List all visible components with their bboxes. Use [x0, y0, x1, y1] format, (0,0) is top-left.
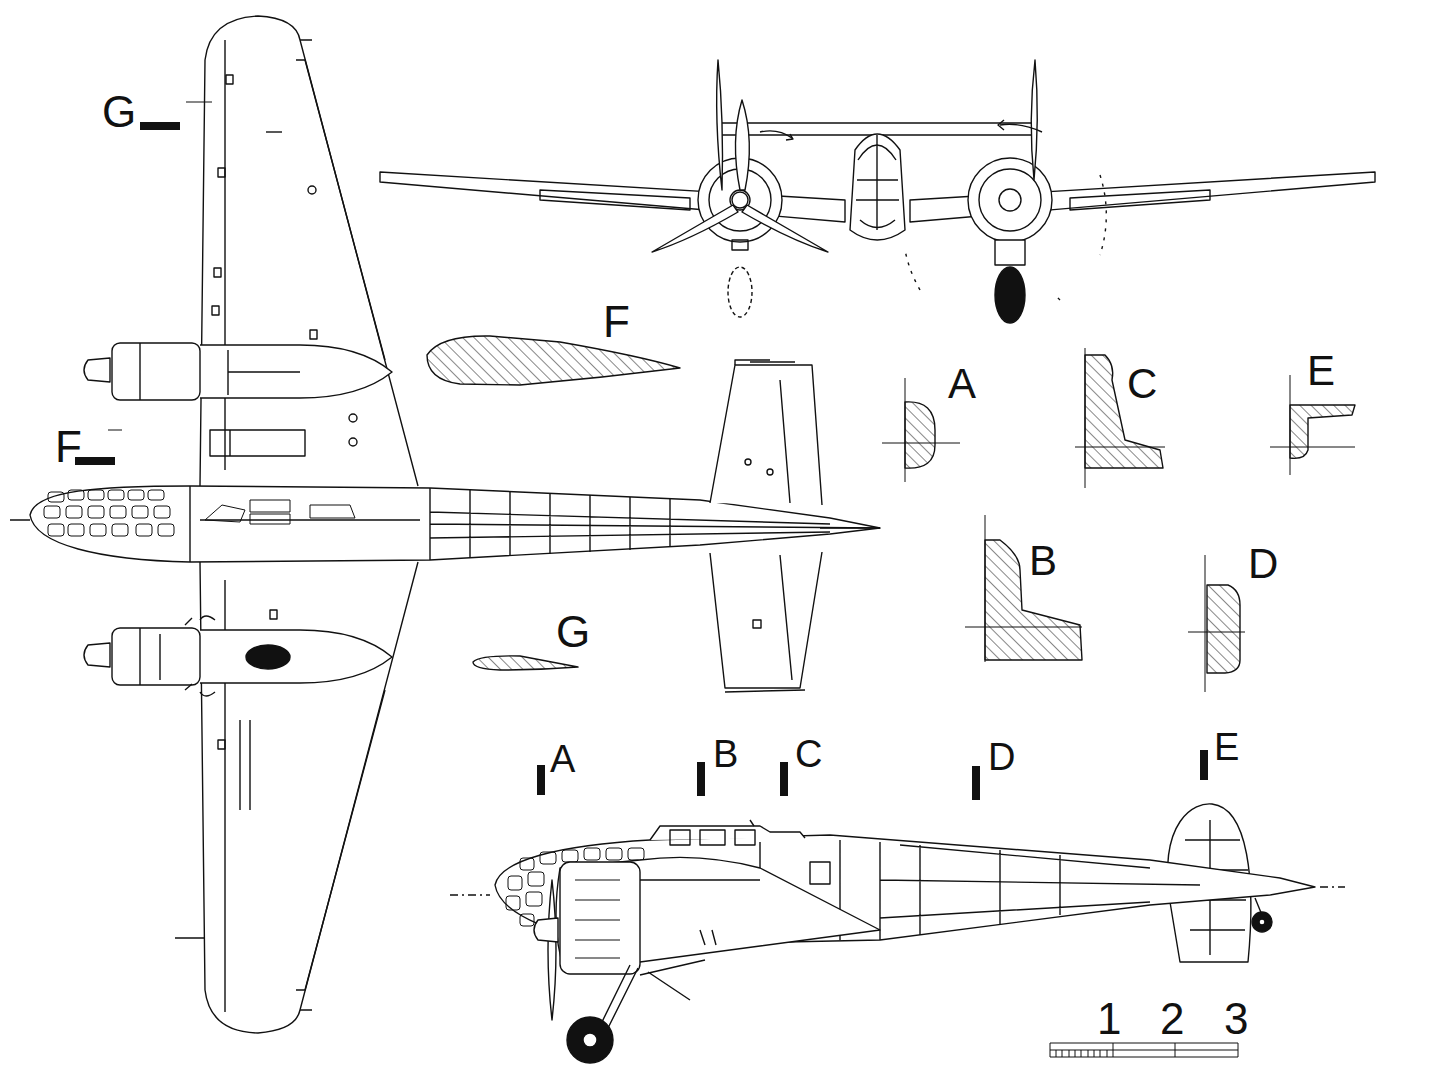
station-letter: C — [795, 735, 822, 773]
section-marker-letter: G — [102, 90, 136, 134]
section-profile-letter: D — [1248, 543, 1278, 585]
section-profile-letter: B — [1029, 540, 1057, 582]
scale-number: 1 — [1097, 997, 1121, 1041]
airfoil-section-letter: G — [556, 610, 590, 654]
airfoil-section-letter: F — [603, 300, 630, 344]
station-letter: A — [550, 740, 575, 778]
plan-view — [10, 16, 880, 1033]
scale-number: 3 — [1224, 997, 1248, 1041]
section-profile-letter: E — [1307, 350, 1335, 392]
station-letter: E — [1214, 728, 1239, 766]
section-marker-letter: F — [55, 425, 82, 469]
scale-number: 2 — [1160, 997, 1184, 1041]
cross-sections — [427, 336, 1355, 692]
side-view — [450, 804, 1345, 1063]
station-letter: D — [988, 738, 1015, 776]
front-view — [380, 60, 1375, 323]
section-markers — [75, 122, 1208, 800]
section-profile-letter: A — [948, 363, 976, 405]
section-profile-letter: C — [1127, 363, 1157, 405]
station-letter: B — [713, 735, 738, 773]
scale-bar — [1050, 1043, 1238, 1057]
